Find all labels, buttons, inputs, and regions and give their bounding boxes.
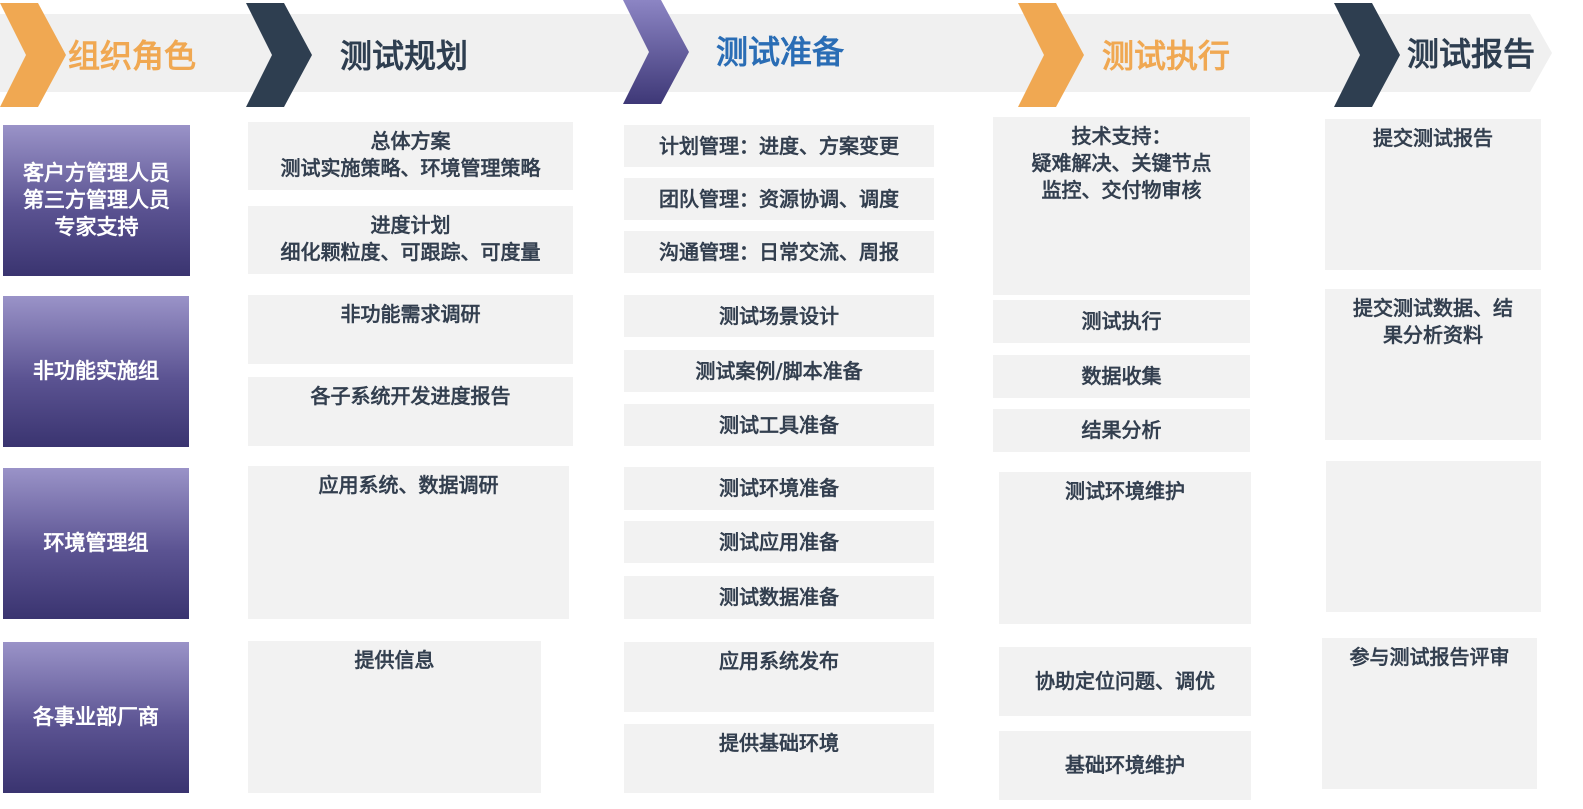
prep-box-base-env: 提供基础环境 [624, 724, 934, 793]
prep-box-case-script: 测试案例/脚本准备 [624, 350, 934, 392]
prep-box-app-prep: 测试应用准备 [624, 521, 934, 563]
chevron-purple-icon [623, 0, 689, 104]
roles-title: 组织角色 [68, 37, 197, 75]
exec-box-data-collection: 数据收集 [993, 355, 1250, 398]
exec-box-tech-support: 技术支持： 疑难解决、关键节点 监控、交付物审核 [993, 117, 1250, 295]
chevron-orange-icon [0, 3, 66, 107]
exec-box-env-maintenance: 测试环境维护 [999, 472, 1251, 624]
chevron-dark-icon [1334, 3, 1400, 107]
role-box-management: 客户方管理人员 第三方管理人员 专家支持 [3, 125, 190, 276]
report-box-review: 参与测试报告评审 [1322, 638, 1537, 789]
phase-title-preparation: 测试准备 [716, 33, 845, 71]
role-box-vendors: 各事业部厂商 [3, 642, 189, 793]
phase-title-planning: 测试规划 [340, 37, 469, 75]
prep-box-comm-mgmt: 沟通管理：日常交流、周报 [624, 231, 934, 273]
exec-box-locate-tune: 协助定位问题、调优 [999, 647, 1251, 716]
planning-box-schedule: 进度计划 细化颗粒度、可跟踪、可度量 [248, 206, 573, 274]
prep-box-tool-prep: 测试工具准备 [624, 404, 934, 446]
phase-title-report: 测试报告 [1407, 35, 1536, 73]
chevron-dark-icon [246, 3, 312, 107]
exec-box-result-analysis: 结果分析 [993, 409, 1250, 452]
role-box-environment: 环境管理组 [3, 468, 189, 619]
role-box-nonfunctional: 非功能实施组 [3, 296, 189, 447]
prep-box-scenario-design: 测试场景设计 [624, 295, 934, 337]
chevron-orange-icon [1018, 3, 1084, 107]
planning-box-app-data-research: 应用系统、数据调研 [248, 466, 569, 619]
prep-box-env-prep: 测试环境准备 [624, 467, 934, 510]
header-band-arrow-tip [1522, 14, 1552, 92]
report-box-submit-report: 提交测试报告 [1325, 119, 1541, 270]
prep-box-app-release: 应用系统发布 [624, 642, 934, 712]
header-band [0, 14, 1530, 92]
planning-box-provide-info: 提供信息 [248, 641, 541, 793]
planning-box-overall-plan: 总体方案 测试实施策略、环境管理策略 [248, 122, 573, 190]
report-box-submit-data: 提交测试数据、结 果分析资料 [1325, 289, 1541, 440]
prep-box-data-prep: 测试数据准备 [624, 576, 934, 619]
prep-box-plan-mgmt: 计划管理：进度、方案变更 [624, 125, 934, 167]
prep-box-team-mgmt: 团队管理：资源协调、调度 [624, 178, 934, 220]
exec-box-test-execution: 测试执行 [993, 300, 1250, 343]
report-box-empty [1326, 461, 1541, 612]
planning-box-nonfunctional-research: 非功能需求调研 [248, 295, 573, 364]
exec-box-base-env-maint: 基础环境维护 [999, 731, 1251, 800]
phase-title-execution: 测试执行 [1102, 37, 1231, 75]
planning-box-dev-progress: 各子系统开发进度报告 [248, 377, 573, 446]
